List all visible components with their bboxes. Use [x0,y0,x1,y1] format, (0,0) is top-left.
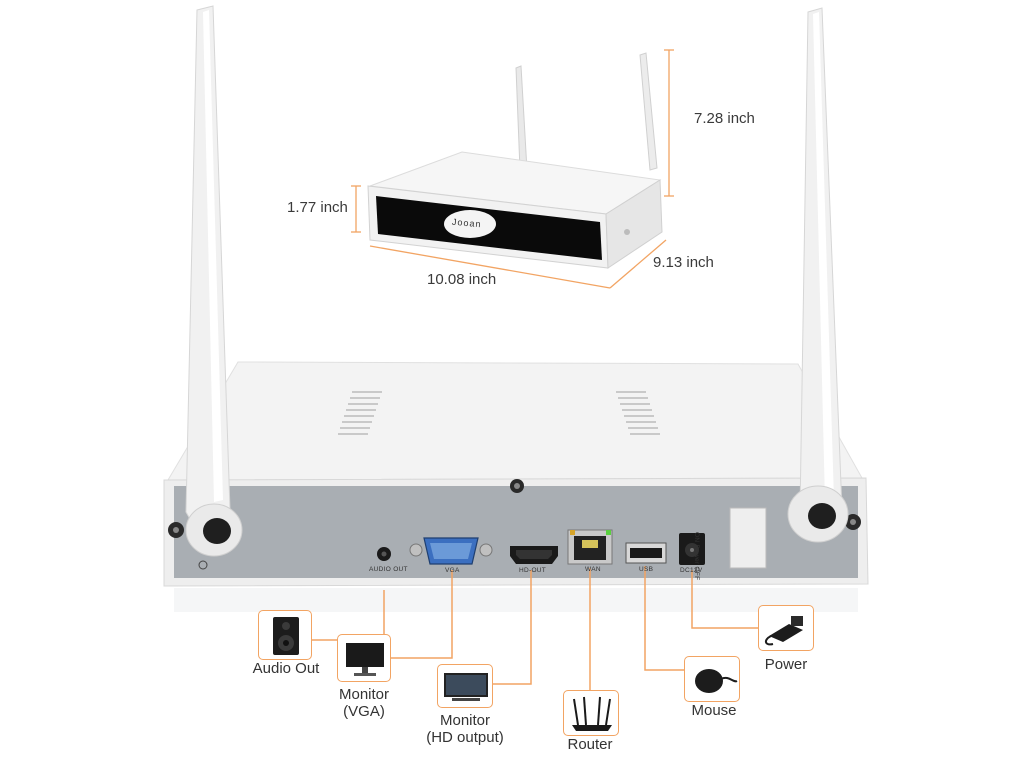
nvr-top-surface [167,361,863,481]
monitor-hd-device-box [437,664,493,708]
dimension-height-label: 7.28 inch [694,110,755,127]
tv-icon [444,673,488,701]
wan-port [567,529,613,565]
dimension-lines [351,49,674,289]
antenna-right [787,7,849,543]
monitor-hd-label-line2: (HD output) [426,729,504,746]
small-antenna-right [639,52,658,171]
dimension-width-label: 10.08 inch [427,271,497,288]
vent-slots-left [338,391,382,435]
audio-out-device-box [258,610,312,660]
speaker-icon [273,617,299,655]
dc-power-jack [679,533,705,565]
monitor-icon [346,643,384,676]
port-label-usb: USB [639,566,654,573]
monitor-vga-label-line1: Monitor [338,686,390,703]
mouse-label: Mouse [691,702,737,719]
router-label: Router [567,736,613,753]
port-label-vga: VGA [445,567,460,574]
port-label-power-switch: ON Power OFF [693,532,700,581]
hdmi-port [510,546,558,564]
ground-symbol [198,560,208,570]
port-label-dc: DC12V [680,567,703,574]
vent-slots-right [616,391,660,435]
router-icon [572,696,612,731]
small-nvr-logo-bump [444,210,496,238]
monitor-hd-label: Monitor (HD output) [410,712,520,746]
audio-out-label: Audio Out [252,660,320,677]
port-label-hd-out: HD-OUT [519,567,547,574]
dimension-depth-label: 9.13 inch [653,254,714,271]
reflection [174,588,858,612]
antenna-left [185,5,243,557]
monitor-vga-label: Monitor (VGA) [318,686,410,720]
power-device-box [758,605,814,651]
router-device-box [563,690,619,736]
power-adapter-icon [765,616,803,646]
mouse-device-box [684,656,740,702]
monitor-hd-label-line1: Monitor [439,712,491,729]
dimension-thickness-label: 1.77 inch [287,199,348,216]
vga-port [409,537,493,565]
monitor-vga-label-line2: (VGA) [343,703,385,720]
mouse-icon [695,669,738,693]
port-label-audio-out: AUDIO OUT [369,566,408,573]
small-nvr-side [605,179,663,269]
monitor-vga-device-box [337,634,391,682]
power-label: Power [764,656,808,673]
port-label-wan: WAN [585,566,601,573]
connector-lines [312,566,758,690]
power-switch [729,507,767,569]
usb-port [625,542,667,564]
